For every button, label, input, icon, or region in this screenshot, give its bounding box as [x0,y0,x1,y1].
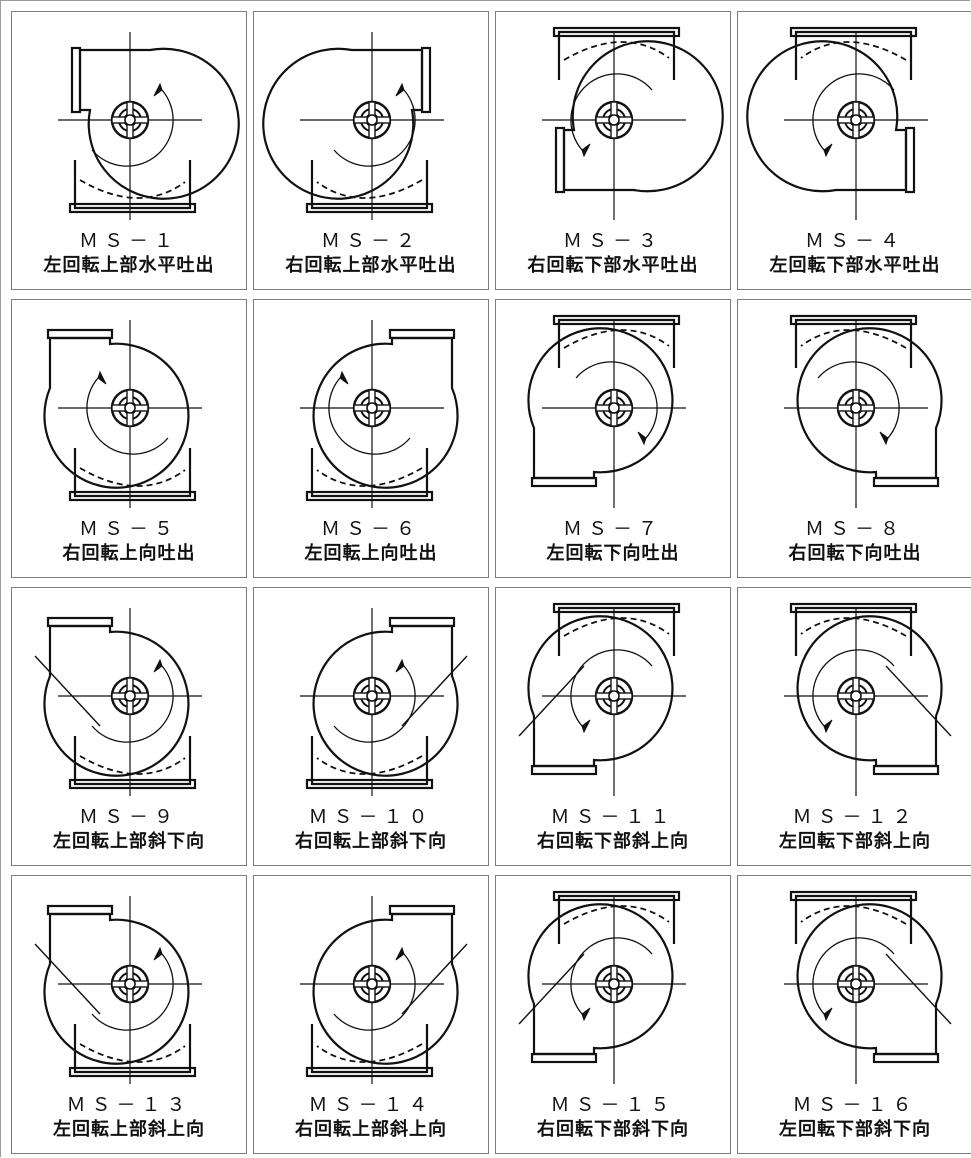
orientation-description: 左回転下部斜下向 [779,1119,931,1140]
fan-cell: ＭＳ－１１ 右回転下部斜上向 [495,587,731,866]
orientation-description: 左回転上部水平吐出 [43,255,215,276]
centrifugal-fan-icon [300,608,468,796]
orientation-description: 右回転下部水平吐出 [527,255,699,276]
orientation-description: 左回転下向吐出 [546,543,680,564]
orientation-description: 右回転上向吐出 [62,543,196,564]
fan-cell: ＭＳ－５ 右回転上向吐出 [11,299,247,578]
centrifugal-fan-icon [43,320,202,508]
orientation-description: 右回転下部斜下向 [537,1119,689,1140]
fan-cell: ＭＳ－４ 左回転下部水平吐出 [737,11,971,290]
orientation-description: 右回転上部斜下向 [295,831,447,852]
fan-cell: ＭＳ－１０ 右回転上部斜下向 [253,587,489,866]
centrifugal-fan-icon [300,896,468,1084]
centrifugal-fan-icon [34,608,202,796]
fan-cell: ＭＳ－１２ 左回転下部斜上向 [737,587,971,866]
centrifugal-fan-icon [784,314,943,508]
fan-cell: ＭＳ－１３ 左回転上部斜上向 [11,875,247,1154]
fan-cell: ＭＳ－１ 左回転上部水平吐出 [11,11,247,290]
orientation-description: 左回転上向吐出 [304,543,438,564]
centrifugal-fan-icon [784,890,952,1084]
orientation-description: 右回転上部斜上向 [295,1119,447,1140]
orientation-description: 右回転上部水平吐出 [285,255,457,276]
centrifugal-fan-icon [784,602,952,796]
centrifugal-fan-icon [527,314,686,508]
fan-cell: ＭＳ－６ 左回転上向吐出 [253,299,489,578]
fan-cell: ＭＳ－３ 右回転下部水平吐出 [495,11,731,290]
centrifugal-fan-icon [58,32,240,220]
model-code: ＭＳ－１５ [550,1094,676,1116]
model-code: ＭＳ－８ [804,518,905,540]
fan-cell: ＭＳ－１６ 左回転下部斜下向 [737,875,971,1154]
orientation-description: 左回転下部水平吐出 [769,255,941,276]
fan-cell: ＭＳ－８ 右回転下向吐出 [737,299,971,578]
model-code: ＭＳ－５ [78,518,179,540]
centrifugal-fan-icon [300,320,459,508]
model-code: ＭＳ－３ [562,230,663,252]
centrifugal-fan-icon [518,602,686,796]
orientation-description: 左回転上部斜下向 [53,831,205,852]
model-code: ＭＳ－１ [78,230,179,252]
fan-cell: ＭＳ－１４ 右回転上部斜上向 [253,875,489,1154]
orientation-description: 左回転下部斜上向 [779,831,931,852]
orientation-description: 左回転上部斜上向 [53,1119,205,1140]
centrifugal-fan-icon [746,26,928,220]
model-code: ＭＳ－１２ [792,806,918,828]
orientation-description: 右回転下部斜上向 [537,831,689,852]
model-code: ＭＳ－７ [562,518,663,540]
model-code: ＭＳ－１１ [550,806,676,828]
model-code: ＭＳ－１６ [792,1094,918,1116]
model-code: ＭＳ－６ [320,518,421,540]
centrifugal-fan-icon [542,26,724,220]
centrifugal-fan-icon [518,890,686,1084]
fan-cell: ＭＳ－２ 右回転上部水平吐出 [253,11,489,290]
model-code: ＭＳ－２ [320,230,421,252]
orientation-description: 右回転下向吐出 [788,543,922,564]
centrifugal-fan-icon [34,896,202,1084]
fan-cell: ＭＳ－７ 左回転下向吐出 [495,299,731,578]
model-code: ＭＳ－１０ [308,806,434,828]
centrifugal-fan-icon [262,32,444,220]
fan-cell: ＭＳ－９ 左回転上部斜下向 [11,587,247,866]
model-code: ＭＳ－１３ [66,1094,192,1116]
fan-cell: ＭＳ－１５ 右回転下部斜下向 [495,875,731,1154]
model-code: ＭＳ－４ [804,230,905,252]
model-code: ＭＳ－１４ [308,1094,434,1116]
model-code: ＭＳ－９ [78,806,179,828]
